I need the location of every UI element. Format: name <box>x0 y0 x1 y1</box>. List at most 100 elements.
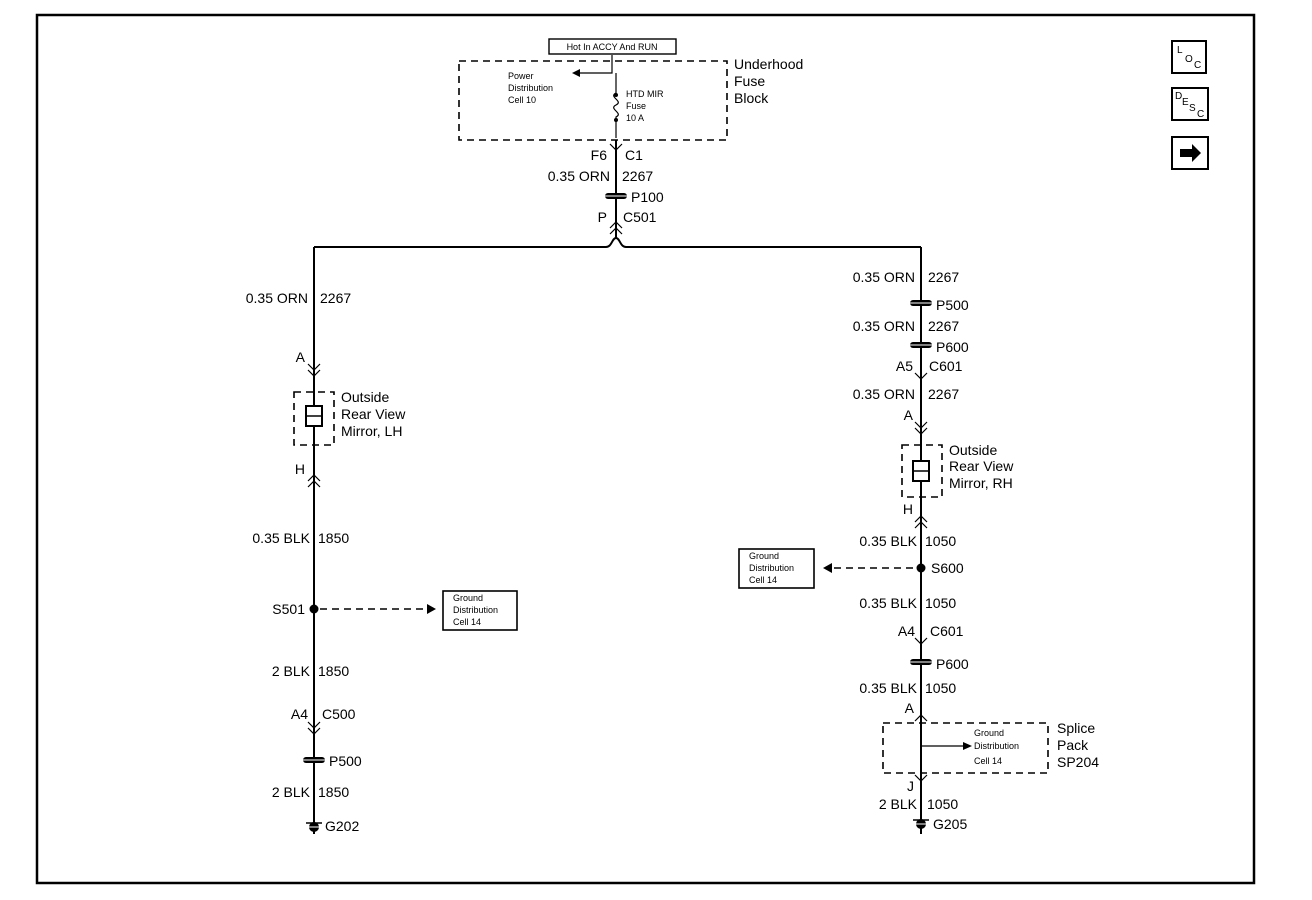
svg-text:Distribution: Distribution <box>974 741 1019 751</box>
right-p500-label: P500 <box>936 297 969 313</box>
right-pin-h: H <box>903 501 913 517</box>
next-button[interactable] <box>1171 136 1209 170</box>
right-wire4-size: 0.35 BLK <box>859 533 917 549</box>
svg-text:C: C <box>1194 60 1201 71</box>
splice-s501-label: S501 <box>272 601 305 617</box>
right-pin-a4: A4 <box>898 623 915 639</box>
desc-button[interactable]: D E S C <box>1171 87 1209 121</box>
splice-pack-ground-label: Ground Distribution Cell 14 <box>974 728 1019 766</box>
svg-text:L: L <box>1177 45 1183 56</box>
svg-text:Ground: Ground <box>974 728 1004 738</box>
left-connector-h-icon <box>307 474 321 488</box>
left-wire3-circuit: 1850 <box>318 663 349 679</box>
svg-text:HTD MIR: HTD MIR <box>626 89 664 99</box>
svg-text:Splice: Splice <box>1057 720 1095 736</box>
right-wire7-circuit: 1050 <box>927 796 958 812</box>
diagram-frame <box>35 13 1256 885</box>
splice-pack-label: Splice Pack SP204 <box>1057 720 1099 770</box>
power-dist-line <box>578 55 613 74</box>
right-wire1-circuit: 2267 <box>928 269 959 285</box>
svg-text:Cell 14: Cell 14 <box>749 575 777 585</box>
svg-text:Cell 14: Cell 14 <box>974 756 1002 766</box>
pass-through-p600-a-icon <box>908 342 934 348</box>
underhood-label: Underhood Fuse Block <box>734 56 803 106</box>
ground-g202-label: G202 <box>325 818 359 834</box>
svg-text:C: C <box>1197 109 1204 120</box>
splice-s600-label: S600 <box>931 560 964 576</box>
arrow-right-tiny-icon <box>963 742 972 750</box>
pin-f6: F6 <box>591 147 608 163</box>
svg-text:Fuse: Fuse <box>626 101 646 111</box>
svg-text:Distribution: Distribution <box>508 83 553 93</box>
left-connector-a-icon <box>307 363 321 377</box>
svg-text:Mirror, RH: Mirror, RH <box>949 475 1013 491</box>
mirror-rh-label: Outside Rear View Mirror, RH <box>949 442 1014 491</box>
svg-text:Rear View: Rear View <box>949 458 1014 474</box>
svg-text:SP204: SP204 <box>1057 754 1099 770</box>
svg-text:Rear View: Rear View <box>341 406 406 422</box>
svg-text:O: O <box>1185 54 1193 65</box>
left-wire2-size: 0.35 BLK <box>252 530 310 546</box>
pin-p: P <box>598 209 607 225</box>
svg-text:Outside: Outside <box>949 442 997 458</box>
svg-text:Mirror, LH: Mirror, LH <box>341 423 402 439</box>
right-wire4-circuit: 1050 <box>925 533 956 549</box>
fuse-block-outline <box>458 60 728 141</box>
right-wire3-size: 0.35 ORN <box>853 386 915 402</box>
pass-through-p600-b-icon <box>908 659 934 665</box>
connector-c500-label: C500 <box>322 706 356 722</box>
arrow-right-small-icon <box>427 604 436 614</box>
svg-text:Distribution: Distribution <box>453 605 498 615</box>
connector-c501-label: C501 <box>623 209 657 225</box>
arrow-left-small-icon <box>823 563 832 573</box>
svg-text:Power: Power <box>508 71 534 81</box>
wire-size-top: 0.35 ORN <box>548 168 610 184</box>
left-pin-a: A <box>296 349 306 365</box>
right-wire2-size: 0.35 ORN <box>853 318 915 334</box>
right-connector-h-icon <box>914 515 928 529</box>
left-pin-a4: A4 <box>291 706 308 722</box>
right-connector-a2-icon <box>914 714 928 722</box>
pass-through-p500-right-icon <box>908 300 934 306</box>
svg-text:Outside: Outside <box>341 389 389 405</box>
right-wire3-circuit: 2267 <box>928 386 959 402</box>
mirror-lh-label: Outside Rear View Mirror, LH <box>341 389 406 439</box>
svg-text:D: D <box>1175 91 1182 102</box>
svg-text:Cell 10: Cell 10 <box>508 95 536 105</box>
right-wire1-size: 0.35 ORN <box>853 269 915 285</box>
right-wire7-size: 2 BLK <box>879 796 918 812</box>
pass-through-p500-left-icon <box>301 757 327 763</box>
hot-label-box: Hot In ACCY And RUN <box>548 38 677 55</box>
loc-button[interactable]: L O C <box>1171 40 1207 74</box>
connector-c1-label: C1 <box>625 147 643 163</box>
right-wire2-circuit: 2267 <box>928 318 959 334</box>
left-wire2-circuit: 1850 <box>318 530 349 546</box>
right-connector-c601a-label: C601 <box>929 358 963 374</box>
svg-text:Cell 14: Cell 14 <box>453 617 481 627</box>
right-ground-ref-box: Ground Distribution Cell 14 <box>738 548 815 589</box>
left-wire1-circuit: 2267 <box>320 290 351 306</box>
svg-text:S: S <box>1189 103 1196 114</box>
mirror-lh-heater-icon <box>305 392 323 445</box>
svg-text:E: E <box>1182 97 1189 108</box>
ground-g205-icon <box>913 819 929 829</box>
right-pin-a5: A5 <box>896 358 913 374</box>
right-connector-j-icon <box>914 774 928 782</box>
connector-c501-icon <box>609 221 623 235</box>
svg-text:Pack: Pack <box>1057 737 1089 753</box>
right-pin-j: J <box>907 778 914 794</box>
svg-text:Block: Block <box>734 90 769 106</box>
left-pin-h: H <box>295 461 305 477</box>
left-p500-label: P500 <box>329 753 362 769</box>
hot-label: Hot In ACCY And RUN <box>567 42 658 52</box>
fuse-label: HTD MIR Fuse 10 A <box>626 89 664 123</box>
connector-c1-icon <box>609 143 623 151</box>
right-p600a-label: P600 <box>936 339 969 355</box>
svg-text:Distribution: Distribution <box>749 563 794 573</box>
ground-g202-icon <box>306 822 322 832</box>
right-connector-c601b-label: C601 <box>930 623 964 639</box>
connector-c500-icon <box>307 721 321 735</box>
arrow-left-icon <box>572 69 580 77</box>
left-wire3-size: 2 BLK <box>272 663 311 679</box>
